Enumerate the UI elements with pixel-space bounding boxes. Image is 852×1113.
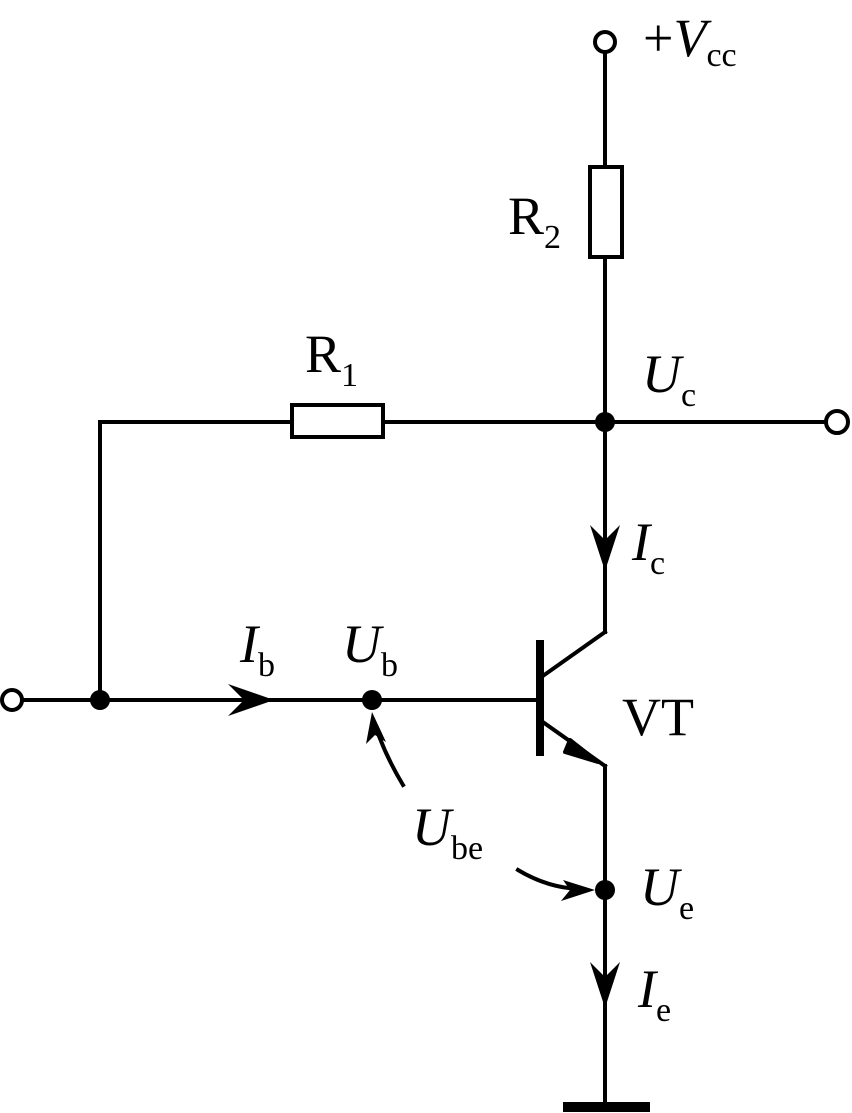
ue-label-sub: e <box>679 890 694 927</box>
uc-label: Uc <box>642 344 696 414</box>
ib-current-arrow <box>228 684 274 716</box>
transistor-collector-leg <box>537 629 608 681</box>
resistor-r2 <box>588 165 624 259</box>
input-terminal <box>0 688 24 712</box>
ue-label-main: U <box>640 857 682 917</box>
ube-label: Ube <box>412 797 483 867</box>
input-junction-node <box>90 690 110 710</box>
r2-label-main: R <box>508 186 544 246</box>
ue-label: Ue <box>640 857 694 927</box>
ic-label-sub: c <box>650 545 665 582</box>
ic-current-arrow <box>590 525 620 571</box>
vcc-label-sub: cc <box>706 37 736 74</box>
ib-label-main: I <box>239 614 261 674</box>
ube-arrowhead-base <box>366 712 386 744</box>
vcc-label: +Vcc <box>643 8 737 74</box>
ube-label-sub: be <box>451 830 483 867</box>
output-terminal <box>824 409 850 435</box>
r1-label: R1 <box>305 324 358 394</box>
ic-label: Ic <box>631 512 665 582</box>
ie-label: Ie <box>637 959 671 1029</box>
vt-label: VT <box>622 687 694 747</box>
ie-label-main: I <box>637 959 659 1019</box>
ube-label-main: U <box>412 797 454 857</box>
uc-label-sub: c <box>681 377 696 414</box>
r2-label: R2 <box>508 186 561 256</box>
vcc-label-prefix: + <box>643 8 673 68</box>
resistor-r1 <box>290 403 385 439</box>
r2-label-sub: 2 <box>544 219 561 256</box>
r1-label-sub: 1 <box>341 357 358 394</box>
uc-label-main: U <box>642 344 684 404</box>
emitter-arrow <box>563 738 600 764</box>
ie-current-arrow <box>590 962 620 1008</box>
ube-arrowhead-emitter <box>561 880 595 901</box>
ib-label-sub: b <box>258 647 275 684</box>
ub-label-main: U <box>342 614 384 674</box>
vcc-terminal <box>593 30 617 54</box>
vcc-label-main: V <box>673 8 712 68</box>
ic-label-main: I <box>631 512 653 572</box>
ub-label: Ub <box>342 614 398 684</box>
ub-label-sub: b <box>381 647 398 684</box>
emitter-node <box>595 880 615 900</box>
r1-label-main: R <box>305 324 341 384</box>
ie-label-sub: e <box>656 992 671 1029</box>
ib-label: Ib <box>239 614 275 684</box>
base-node <box>362 690 382 710</box>
